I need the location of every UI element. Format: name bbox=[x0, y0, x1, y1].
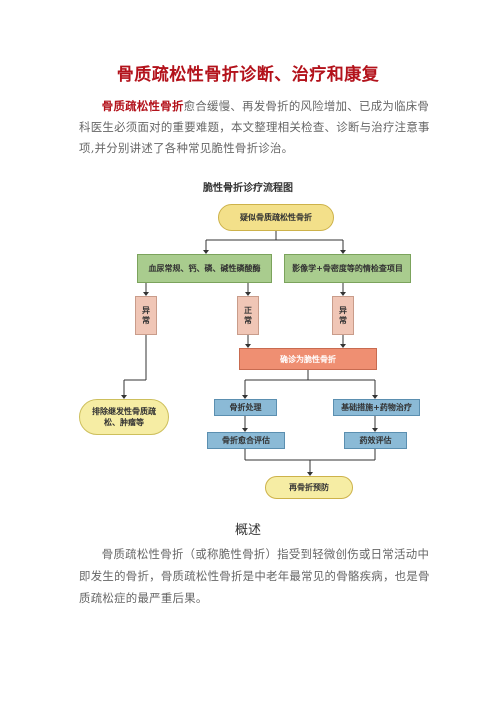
node-healing-evaluation: 骨折愈合评估 bbox=[207, 432, 285, 449]
node-drug-evaluation: 药效评估 bbox=[344, 432, 407, 449]
intro-paragraph: 骨质疏松性骨折愈合缓慢、再发骨折的风险增加、已成为临床骨科医生必须面对的重要难题… bbox=[79, 96, 431, 159]
node-prevent-refracture: 再骨折预防 bbox=[265, 476, 353, 499]
node-abnormal-left: 异常 bbox=[135, 296, 157, 335]
page-title: 骨质疏松性骨折诊断、治疗和康复 bbox=[116, 65, 380, 85]
node-diagnosed: 确诊为脆性骨折 bbox=[239, 348, 377, 370]
node-suspect: 疑似骨质疏松性骨折 bbox=[218, 204, 334, 231]
node-imaging: 影像学+骨密度等的情检查项目 bbox=[284, 254, 411, 283]
section-heading: 概述 bbox=[234, 523, 261, 538]
node-fracture-treatment: 骨折处理 bbox=[214, 399, 277, 416]
node-basic-drug-therapy: 基础措施+药物治疗 bbox=[333, 399, 420, 416]
node-blood-tests: 血尿常规、钙、磷、碱性磷酸酶 bbox=[137, 254, 272, 283]
node-abnormal-right: 异常 bbox=[332, 296, 354, 335]
intro-lead: 骨质疏松性骨折 bbox=[101, 99, 184, 113]
intro-text: 愈合缓慢、再发骨折的风险增加、已成为临床骨科医生必须面对的重要难题，本文整理相关… bbox=[79, 99, 430, 155]
section-body: 骨质疏松性骨折（或称脆性骨折）指受到轻微创伤或日常活动中即发生的骨折，骨质疏松性… bbox=[79, 547, 430, 605]
node-exclude: 排除继发性骨质疏松、肿瘤等 bbox=[79, 399, 169, 435]
flowchart-title: 脆性骨折诊疗流程图 bbox=[203, 183, 293, 194]
node-normal: 正常 bbox=[237, 296, 259, 335]
